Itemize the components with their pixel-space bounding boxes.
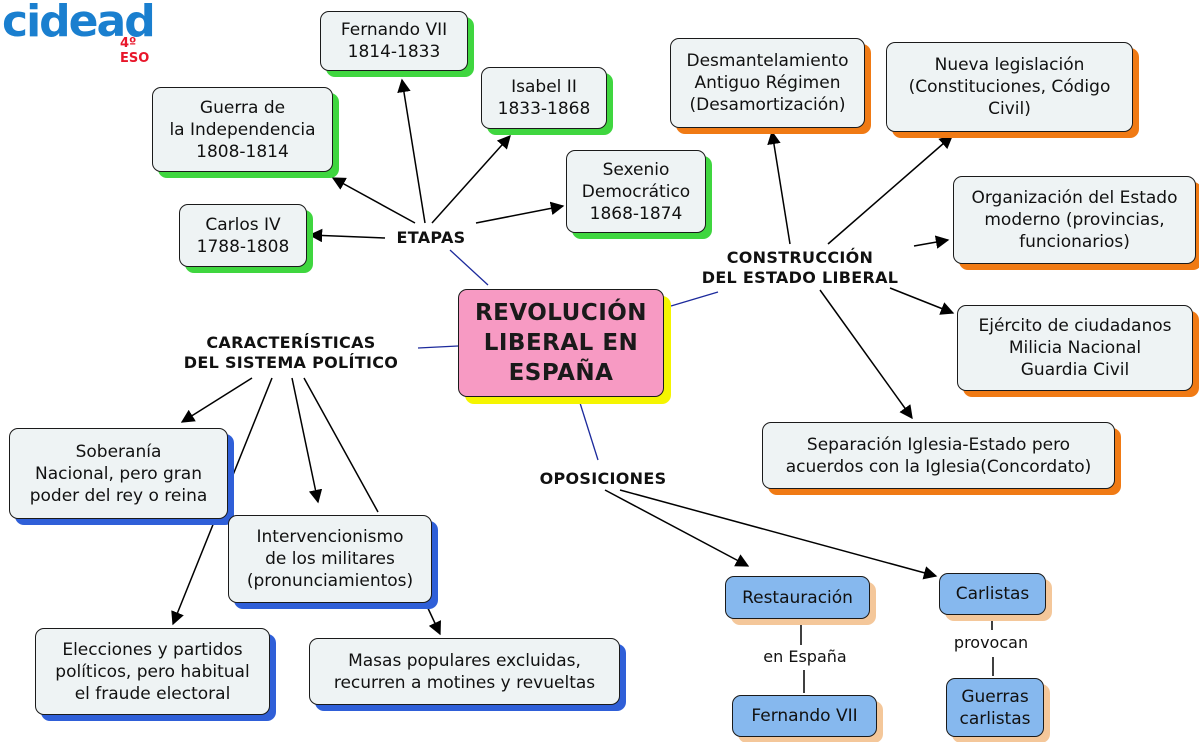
node-carlistas: Carlistas — [939, 573, 1046, 615]
node-fernando-vii: Fernando VII 1814-1833 — [320, 11, 468, 71]
arrow-to-guerra — [331, 177, 416, 224]
node-guerra-independencia: Guerra de la Independencia 1808-1814 — [152, 87, 333, 172]
logo-wordmark: cidead — [2, 0, 156, 47]
arrow-to-restauracion — [604, 489, 750, 567]
node-carlos-iv: Carlos IV 1788-1808 — [179, 204, 307, 267]
arrow-to-sexenio — [475, 201, 565, 224]
hub-oposiciones: OPOSICIONES — [539, 469, 667, 488]
arrow-to-separacion — [819, 289, 913, 420]
node-sexenio: Sexenio Democrático 1868-1874 — [566, 150, 706, 233]
node-soberania: Soberanía Nacional, pero gran poder del … — [9, 428, 228, 519]
cidead-logo: cidead 4º ESO — [2, 0, 167, 66]
arrow-to-masas — [425, 603, 441, 636]
link-center-etapas — [449, 249, 489, 286]
label-en-espana: en España — [752, 647, 858, 669]
node-fernando-vii-restauracion: Fernando VII — [732, 695, 877, 737]
node-masas-populares: Masas populares excluidas, recurren a mo… — [309, 638, 620, 705]
node-guerras-carlistas: Guerras carlistas — [946, 678, 1044, 737]
label-provocan: provocan — [940, 633, 1042, 655]
link-center-caracteristicas — [417, 345, 459, 349]
arrow-to-intervencionismo — [291, 377, 323, 504]
link-to-masas — [303, 377, 379, 513]
link-center-oposiciones — [579, 402, 599, 461]
node-elecciones: Elecciones y partidos políticos, pero ha… — [35, 628, 270, 715]
node-restauracion: Restauración — [725, 576, 870, 619]
node-ejercito-ciudadanos: Ejército de ciudadanos Milicia Nacional … — [957, 305, 1193, 391]
arrow-to-fernando — [397, 78, 426, 224]
link-center-construccion — [670, 291, 719, 307]
node-intervencionismo: Intervencionismo de los militares (pronu… — [228, 515, 432, 603]
arrow-to-ejercito — [889, 287, 955, 315]
node-isabel-ii: Isabel II 1833-1868 — [481, 67, 607, 129]
arrow-to-carlistas — [619, 489, 938, 580]
arrow-to-carlos — [308, 228, 386, 243]
hub-caracteristicas: CARACTERÍSTICAS DEL SISTEMA POLÍTICO — [183, 333, 399, 372]
arrow-to-desmantelamiento — [767, 130, 791, 245]
hub-etapas: ETAPAS — [396, 228, 466, 247]
node-separacion-iglesia: Separación Iglesia-Estado pero acuerdos … — [762, 422, 1115, 489]
hub-construccion: CONSTRUCCIÓN DEL ESTADO LIBERAL — [701, 248, 899, 287]
center-node: REVOLUCIÓN LIBERAL EN ESPAÑA — [458, 289, 664, 397]
arrow-to-isabel — [431, 134, 511, 224]
node-organizacion-estado: Organización del Estado moderno (provinc… — [953, 176, 1196, 264]
logo-badge: 4º ESO — [120, 36, 150, 66]
arrow-to-organizacion — [913, 235, 950, 249]
arrow-to-soberania — [180, 377, 253, 423]
node-desmantelamiento: Desmantelamiento Antiguo Régimen (Desamo… — [670, 38, 865, 128]
arrow-to-legislacion — [827, 135, 954, 245]
node-nueva-legislacion: Nueva legislación (Constituciones, Códig… — [886, 42, 1133, 132]
